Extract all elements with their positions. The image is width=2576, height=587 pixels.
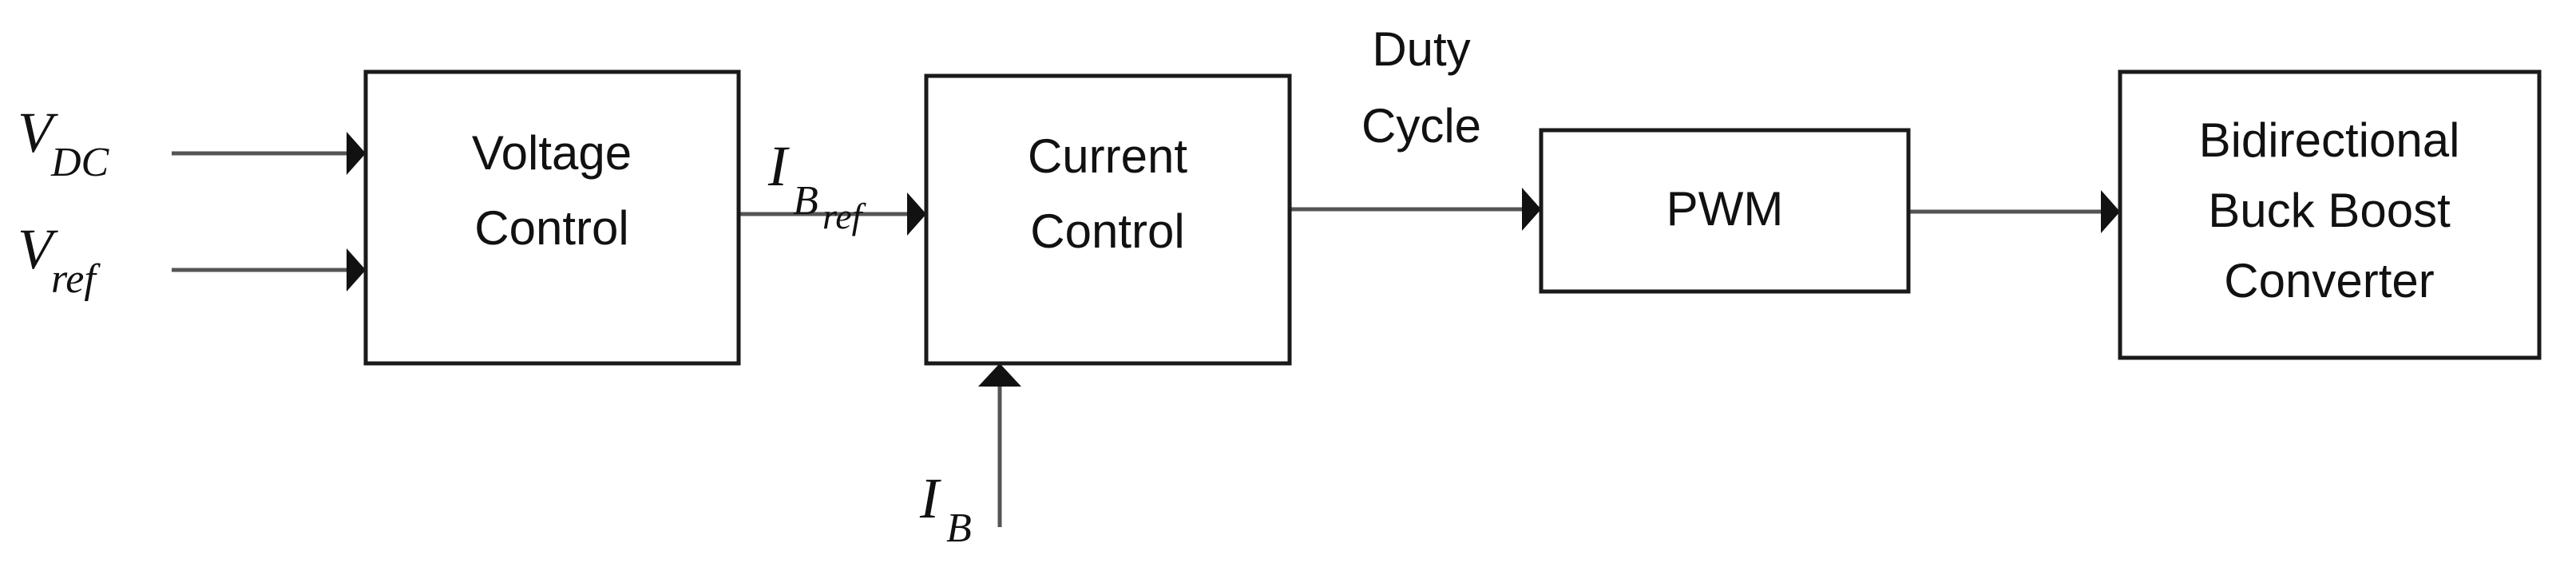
connector-vref-to-voltage-control <box>172 248 366 292</box>
signal-duty-cycle-line2: Cycle <box>1361 99 1481 153</box>
block-voltage-control-label-line1: Voltage <box>472 126 632 180</box>
block-pwm[interactable]: PWM <box>1539 128 1911 294</box>
connector-pwm-to-converter <box>1908 190 2120 233</box>
signal-vref-base: V <box>18 217 58 281</box>
block-voltage-control-label-line2: Control <box>474 201 628 255</box>
signal-vref-subscript: ref <box>51 256 101 302</box>
block-current-control-label-line2: Control <box>1030 204 1184 258</box>
connector-current-control-to-pwm <box>1290 188 1541 231</box>
connector-vdc-to-voltage-control <box>172 132 366 175</box>
signal-ibref-subscript-two: ref <box>822 196 867 236</box>
block-pwm-label: PWM <box>1666 182 1784 236</box>
block-current-control[interactable]: Current Control <box>924 73 1292 366</box>
signal-ibref-subscript: B <box>793 178 818 224</box>
block-converter-label-line3: Converter <box>2224 254 2434 307</box>
signal-vdc-subscript: DC <box>50 140 110 185</box>
block-voltage-control[interactable]: Voltage Control <box>363 69 741 366</box>
signal-vdc-base: V <box>18 101 58 165</box>
signal-label-ib: I B <box>919 466 972 551</box>
signal-ib-base: I <box>919 466 941 530</box>
block-converter[interactable]: Bidirectional Buck Boost Converter <box>2118 69 2542 360</box>
signal-ibref-base: I <box>767 134 790 198</box>
connector-ib-feedback-to-current-control <box>978 363 1021 527</box>
block-converter-label-line2: Buck Boost <box>2208 184 2451 237</box>
block-current-control-label-line1: Current <box>1028 129 1187 183</box>
signal-label-vref: V ref <box>18 217 101 302</box>
signal-label-vdc: V DC <box>18 101 110 185</box>
signal-duty-cycle-line1: Duty <box>1372 22 1470 76</box>
signal-label-duty-cycle: Duty Cycle <box>1361 22 1481 153</box>
connector-voltage-control-to-current-control <box>739 192 926 236</box>
signal-label-ibref: I B ref <box>767 134 867 236</box>
block-converter-label-line1: Bidirectional <box>2199 113 2460 167</box>
signal-ib-subscript: B <box>946 506 972 551</box>
